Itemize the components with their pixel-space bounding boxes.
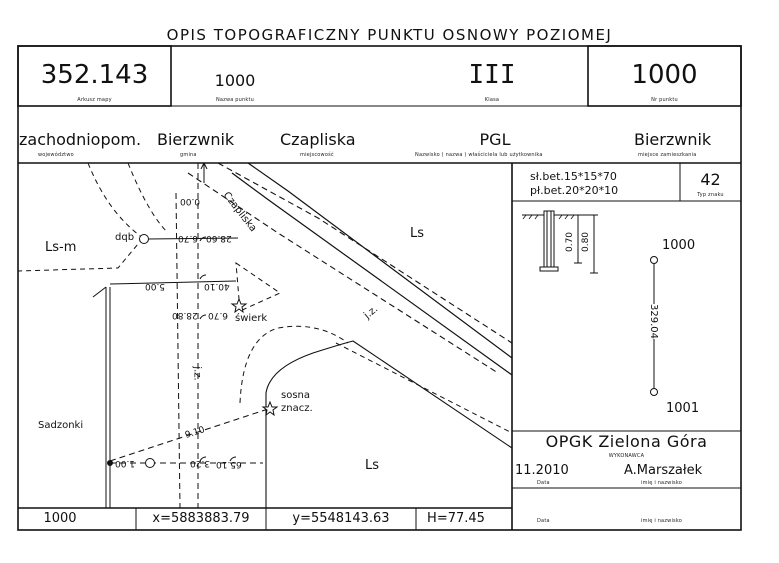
station-bottom-point: 1001 [666, 401, 700, 416]
contractor-company-label: WYKONAWCA [608, 453, 645, 459]
contractor-person: A.Marszałek [624, 463, 703, 478]
station-distance: 329.04 [648, 304, 659, 339]
owner-value: PGL [479, 130, 511, 149]
measure-6-70b: 6.70 [208, 310, 229, 320]
station-top-point: 1000 [662, 238, 696, 253]
contractor-person-label: imię i nazwisko [641, 480, 683, 486]
footer-y: y=5548143.63 [292, 511, 390, 526]
contractor-date: 11.2010 [515, 463, 569, 478]
marker-cross-section [522, 210, 598, 274]
measure-40-10: 40.10 [204, 281, 230, 291]
measure-1-00: 1.00 [115, 458, 136, 468]
label-swierk: świerk [235, 313, 268, 324]
owner-label: Nazwisko ( nazwa ) właściciela lub użytk… [415, 152, 543, 158]
label-sosna: sosna [281, 390, 311, 401]
class-value: III [468, 60, 516, 90]
measure-28-80: 28.80 [172, 310, 198, 320]
measure-3-20: 3.20 [190, 458, 211, 468]
footer-h: H=77.45 [427, 511, 485, 526]
label-ls-m: Ls-m [45, 240, 77, 255]
label-dqb: dqb [115, 232, 135, 243]
label-ls-top: Ls [410, 226, 425, 241]
measure-0-00: 0.00 [180, 196, 201, 206]
signature-date-label: Data [537, 518, 550, 524]
locality-value: Czapliska [280, 130, 356, 149]
marker-type-label: Typ znaku [697, 192, 724, 198]
location-sketch [18, 163, 512, 508]
measure-28-60: 28.60 [206, 233, 232, 243]
sheet-label: Arkusz mapy [77, 97, 112, 103]
measure-5-00: 5.00 [145, 281, 166, 291]
marker-depth-top: 0.70 [565, 231, 576, 253]
point-name-value: 1000 [214, 71, 256, 90]
residence-label: miejsce zamieszkania [638, 152, 697, 158]
marker-spec-line2: pł.bet.20*20*10 [530, 184, 619, 197]
marker-depth-bottom: 0.80 [581, 231, 592, 253]
residence-value: Bierzwnik [634, 130, 712, 149]
voivodeship-label: województwo [38, 152, 74, 158]
label-znacz: znacz. [281, 403, 313, 414]
road-jz-2: j.z. [191, 366, 203, 381]
measure-65-10: 65.10 [216, 459, 242, 469]
signature-person-label: imię i nazwisko [641, 518, 683, 524]
commune-value: Bierzwnik [157, 130, 235, 149]
contractor-date-label: Data [537, 480, 550, 486]
marker-type-value: 42 [700, 170, 721, 189]
contractor-company: OPGK Zielona Góra [545, 432, 708, 451]
marker-spec-line1: sł.bet.15*15*70 [530, 170, 617, 183]
label-ls-bottom: Ls [365, 458, 380, 473]
sheet-value: 352.143 [40, 60, 149, 90]
measure-6-70a: 6.70 [178, 233, 199, 243]
locality-label: miejscowość [300, 152, 334, 158]
footer-point: 1000 [43, 511, 77, 526]
commune-label: gmina [180, 152, 197, 158]
point-name-label: Nazwa punktu [215, 97, 255, 103]
label-sadzonki: Sadzonki [38, 420, 84, 431]
point-number-label: Nr punktu [651, 97, 678, 103]
footer-x: x=5883883.79 [152, 511, 250, 526]
page-title: OPIS TOPOGRAFICZNY PUNKTU OSNOWY POZIOME… [166, 26, 613, 44]
point-number-value: 1000 [631, 60, 698, 90]
class-label: Klasa [484, 97, 500, 103]
voivodeship-value: zachodniopom. [19, 130, 142, 149]
